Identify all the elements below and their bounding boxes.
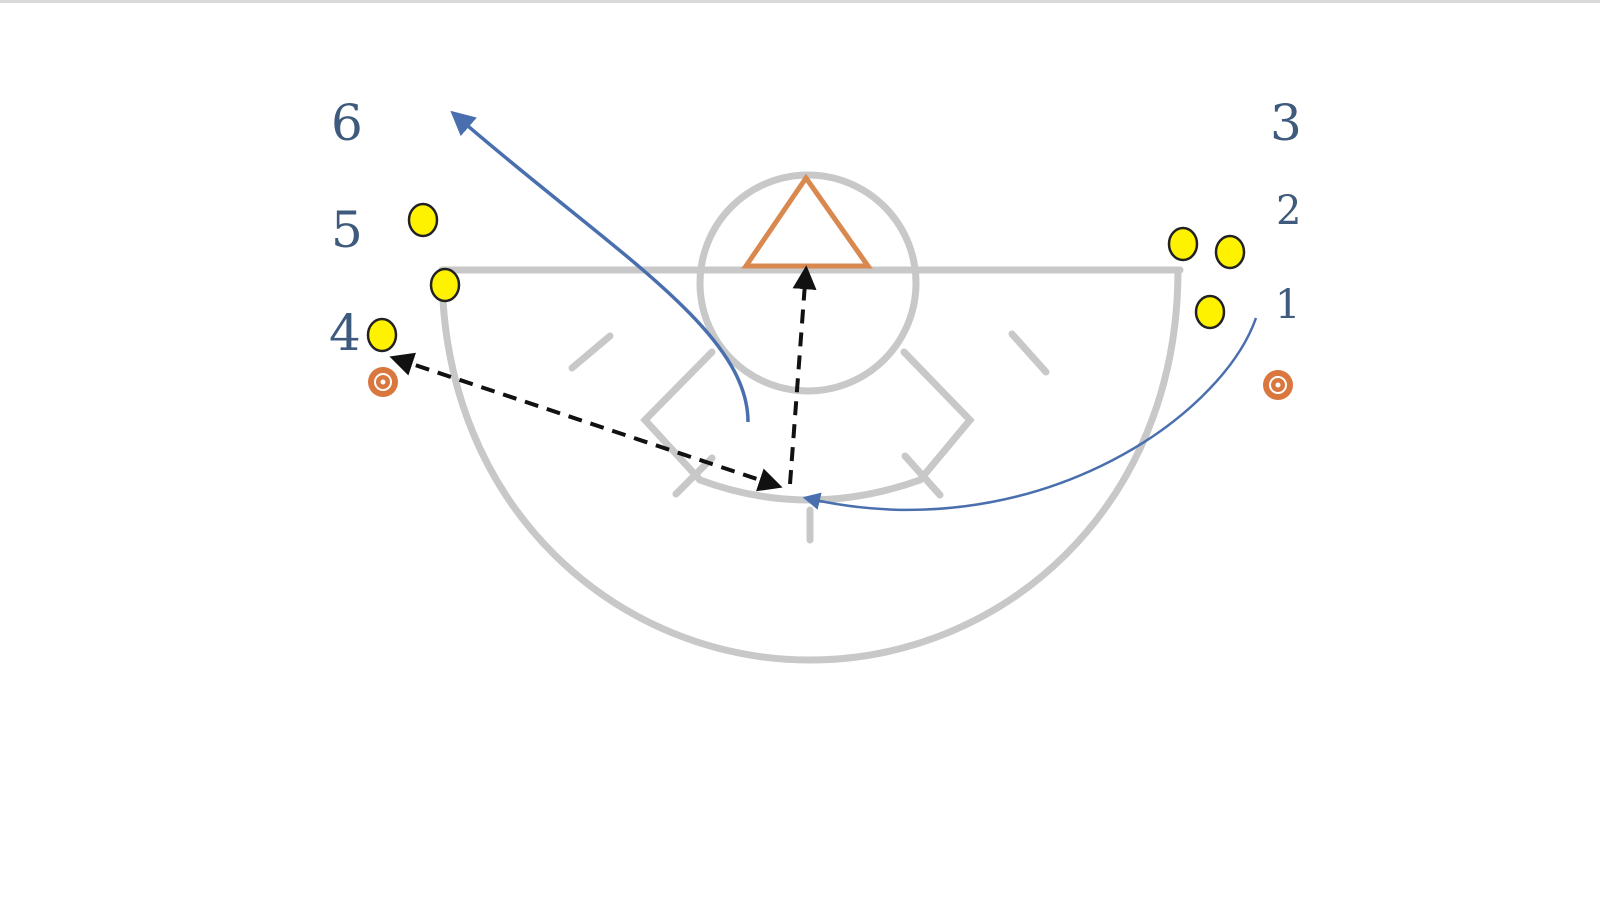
cone-right: [1263, 370, 1293, 400]
pass-path-elbow-to-basket: [788, 265, 817, 485]
triangle-icon: [741, 173, 873, 269]
players: [366, 202, 1246, 353]
top-divider: [0, 0, 1600, 3]
hash-mark-left-upper: [568, 332, 614, 372]
lane-bottom-arc: [696, 476, 924, 504]
three-point-arc: [438, 266, 1182, 664]
cone-left: [368, 367, 398, 397]
circle-icon: [366, 317, 398, 353]
circle-icon: [1214, 234, 1246, 270]
position-label-1: 1: [1275, 282, 1300, 328]
position-label-6: 6: [331, 94, 363, 152]
center-circle: [696, 171, 920, 395]
position-label-2: 2: [1276, 188, 1301, 234]
position-label-5: 5: [331, 201, 363, 259]
hash-mark-right-lower: [901, 452, 944, 499]
position-label-3: 3: [1270, 94, 1302, 152]
circle-icon: [1167, 226, 1199, 262]
circle-icon: [407, 202, 439, 238]
hash-mark-right-upper: [1008, 330, 1050, 376]
lane-right-edge: [900, 348, 975, 484]
court-lines: [438, 171, 1184, 664]
cut-path-right: [802, 317, 1258, 512]
circle-icon: [1194, 294, 1226, 330]
position-label-4: 4: [329, 304, 361, 362]
circle-icon: [429, 267, 461, 303]
